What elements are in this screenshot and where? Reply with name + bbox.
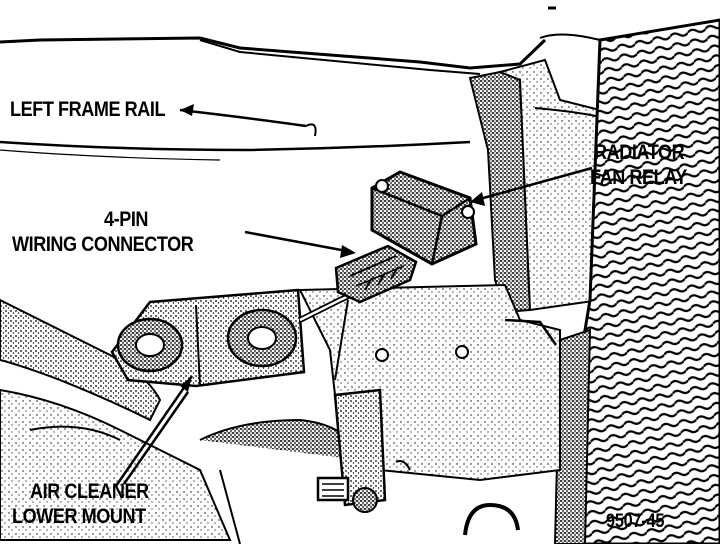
label-wiring-connector: WIRING CONNECTOR bbox=[12, 233, 194, 256]
leader-radiator-fan-relay bbox=[475, 166, 593, 202]
lower-hose bbox=[0, 298, 361, 544]
arrow-air-cleaner bbox=[180, 376, 192, 392]
connector-4pin bbox=[334, 244, 418, 304]
label-radiator: RADIATOR bbox=[594, 141, 685, 164]
air-cleaner-mount bbox=[110, 288, 306, 388]
arrowheads bbox=[180, 104, 485, 392]
fan-relay bbox=[370, 170, 478, 266]
figure-number: 9507-45 bbox=[606, 511, 665, 532]
leader-connector bbox=[244, 230, 353, 254]
label-left-frame-rail: LEFT FRAME RAIL bbox=[10, 98, 166, 121]
bottom-hook bbox=[463, 502, 520, 536]
radiator bbox=[539, 18, 720, 544]
hood-edge bbox=[0, 6, 556, 75]
leader-lines bbox=[114, 108, 593, 487]
leader-left-frame-rail bbox=[179, 108, 307, 128]
label-fan-relay: FAN RELAY bbox=[590, 166, 687, 189]
inner-panel bbox=[468, 58, 606, 314]
label-lower-mount: LOWER MOUNT bbox=[12, 505, 146, 528]
label-4-pin: 4-PIN bbox=[104, 208, 149, 231]
arrow-connector bbox=[340, 245, 356, 258]
leader-left-frame-rail-tick bbox=[305, 123, 317, 137]
mounting-bracket bbox=[316, 388, 411, 513]
frame-rail bbox=[0, 140, 471, 161]
arrow-frame-rail bbox=[180, 104, 194, 116]
leader-air-cleaner-2 bbox=[114, 375, 194, 487]
label-air-cleaner: AIR CLEANER bbox=[30, 480, 149, 503]
leader-air-cleaner-1 bbox=[122, 391, 190, 485]
arrow-radiator-relay bbox=[470, 192, 485, 206]
